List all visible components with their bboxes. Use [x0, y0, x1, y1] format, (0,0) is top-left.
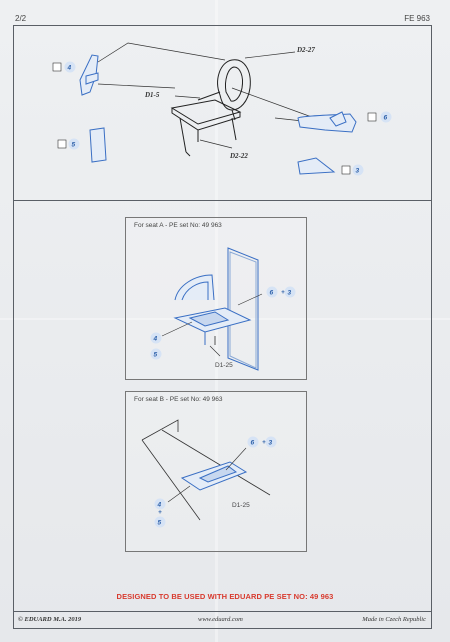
badge-5: 5 — [57, 138, 80, 150]
panel-b-title: For seat B - PE set No: 49 963 — [134, 396, 223, 403]
panel-a-part: D1-25 — [215, 362, 233, 369]
svg-text:6: 6 — [384, 115, 388, 122]
leader-line — [244, 51, 296, 59]
svg-text:5: 5 — [158, 520, 162, 527]
panel-b-part: D1-25 — [232, 502, 250, 509]
svg-text:3: 3 — [356, 168, 360, 175]
svg-text:3: 3 — [288, 290, 292, 297]
svg-text:+: + — [158, 509, 162, 516]
badge-3: 3 — [341, 164, 364, 176]
svg-text:5: 5 — [154, 352, 158, 359]
footer-divider — [13, 611, 432, 612]
badge-6: 6 — [367, 111, 392, 123]
badge-4: 4 — [52, 61, 76, 73]
leader-line — [231, 87, 321, 121]
svg-text:3: 3 — [269, 440, 273, 447]
chair-drawing — [170, 59, 251, 157]
pe-part-drawing — [79, 54, 357, 175]
svg-text:6: 6 — [270, 290, 274, 297]
svg-text:6: 6 — [251, 440, 255, 447]
svg-text:+: + — [262, 439, 266, 446]
svg-text:4: 4 — [157, 502, 162, 509]
pe-part-3 — [297, 157, 336, 175]
leader-line — [199, 139, 233, 149]
copyright: © EDUARD M.A. 2019 — [18, 616, 82, 623]
panel-b-drawing — [141, 419, 271, 521]
panel-a-title: For seat A - PE set No: 49 963 — [134, 222, 222, 229]
page-number: 2/2 — [15, 14, 27, 23]
panel-b-badges: 6 + 3 4 + 5 — [154, 436, 277, 528]
checkbox-icon — [341, 165, 351, 175]
checkbox-icon — [57, 139, 67, 149]
panel-a-badges: 6 + 3 4 5 — [150, 286, 296, 360]
step-badges: 4 5 6 3 — [52, 61, 392, 176]
origin: Made in Czech Republic — [362, 616, 426, 623]
panel-a-drawing — [173, 247, 259, 371]
leader-line — [174, 95, 201, 99]
checkbox-icon — [52, 62, 62, 72]
callout-d1-5: D1-5 — [144, 91, 160, 99]
svg-text:4: 4 — [67, 65, 72, 72]
page-frame — [13, 25, 432, 629]
svg-text:+: + — [281, 289, 285, 296]
svg-text:5: 5 — [72, 142, 76, 149]
website: www.eduard.com — [198, 616, 243, 623]
callout-d2-27: D2-27 — [296, 46, 315, 54]
svg-text:4: 4 — [153, 336, 158, 343]
section-divider — [13, 200, 432, 201]
warning-text: DESIGNED TO BE USED WITH EDUARD PE SET N… — [116, 592, 334, 601]
leader-line — [97, 42, 226, 63]
set-code: FE 963 — [404, 14, 430, 23]
pe-part-5 — [89, 127, 107, 163]
leader-line — [97, 83, 176, 89]
callout-d2-22: D2-22 — [229, 152, 248, 160]
checkbox-icon — [367, 112, 377, 122]
